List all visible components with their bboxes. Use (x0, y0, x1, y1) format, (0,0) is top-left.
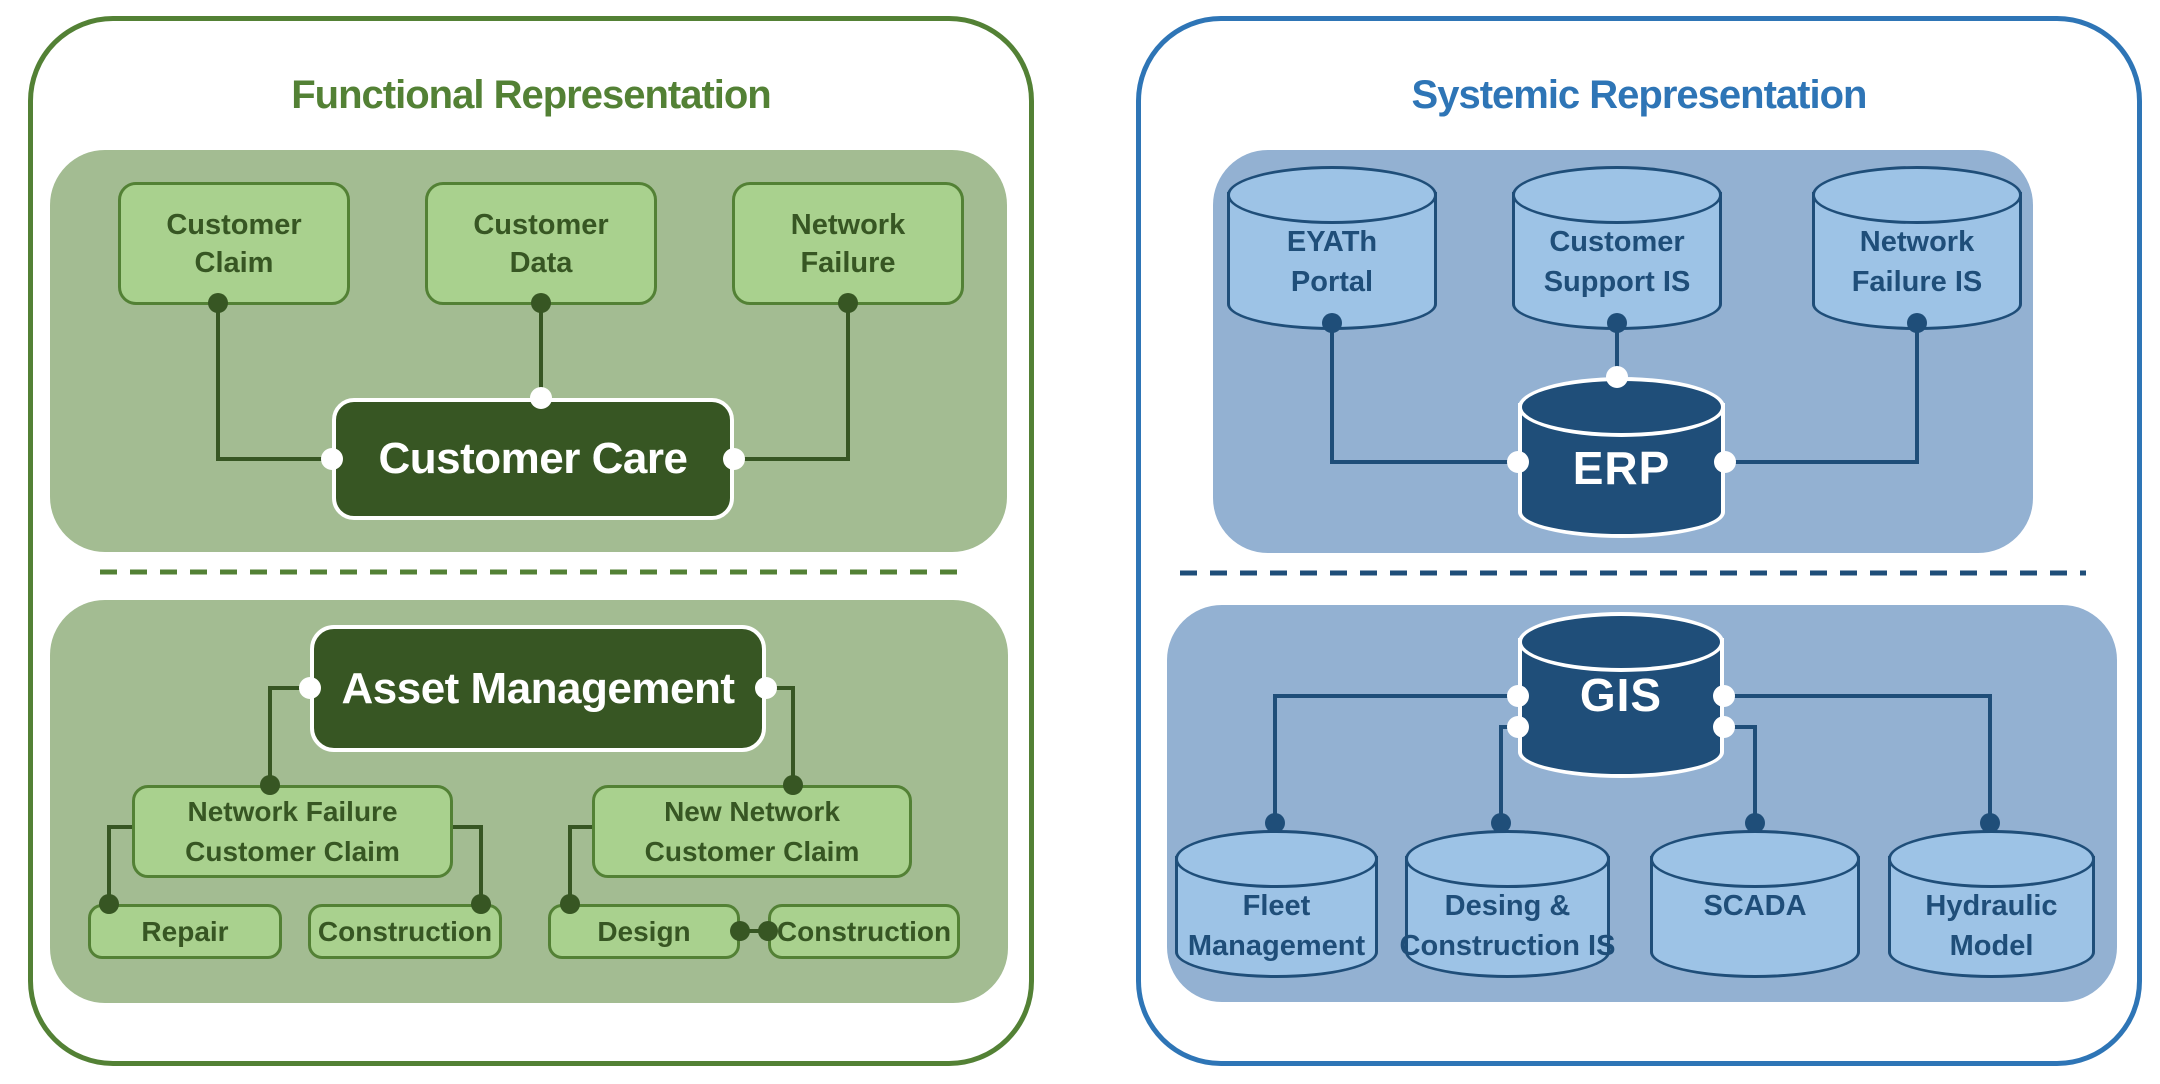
box-network-failure-customer-claim: Network Failure Customer Claim (132, 785, 453, 878)
cylinder-label: SCADA (1703, 890, 1807, 922)
cylinder-top-ellipse (1227, 166, 1437, 224)
cylinder-eyath-portal: EYATh Portal (1227, 166, 1437, 330)
cylinder-top-ellipse (1888, 830, 2095, 888)
cylinder-customer-support-is: Customer Support IS (1512, 166, 1722, 330)
box-customer-claim: Customer Claim (118, 182, 350, 305)
box-construction-1: Construction (308, 904, 502, 959)
box-customer-care: Customer Care (332, 398, 734, 520)
cylinder-top-ellipse (1518, 377, 1725, 437)
cylinder-hydraulic-model: Hydraulic Model (1888, 830, 2095, 978)
cylinder-label: Hydraulic Model (1925, 890, 2058, 962)
cylinder-top-ellipse (1812, 166, 2022, 224)
cylinder-top-ellipse (1512, 166, 1722, 224)
box-repair: Repair (88, 904, 282, 959)
cylinder-gis: GIS (1518, 612, 1724, 778)
cylinder-label: Fleet Management (1187, 890, 1366, 962)
cylinder-label: Customer Support IS (1543, 226, 1691, 298)
box-customer-data: Customer Data (425, 182, 657, 305)
cylinder-label: EYATh Portal (1286, 226, 1378, 298)
cylinder-top-ellipse (1518, 612, 1724, 672)
box-new-network-customer-claim: New Network Customer Claim (592, 785, 912, 878)
cylinder-fleet-management: Fleet Management (1175, 830, 1378, 978)
cylinder-label: Desing & Construction IS (1399, 890, 1616, 962)
box-construction-2: Construction (768, 904, 960, 959)
cylinder-top-ellipse (1650, 830, 1860, 888)
cylinder-design-construction-is: Desing & Construction IS (1400, 830, 1615, 978)
cylinder-top-ellipse (1405, 830, 1610, 888)
functional-title: Functional Representation (291, 73, 772, 117)
systemic-title: Systemic Representation (1411, 73, 1868, 117)
cylinder-top-ellipse (1175, 830, 1378, 888)
cylinder-label: Network Failure IS (1851, 226, 1983, 298)
cylinder-network-failure-is: Network Failure IS (1812, 166, 2022, 330)
box-network-failure: Network Failure (732, 182, 964, 305)
box-design: Design (548, 904, 740, 959)
box-asset-management: Asset Management (310, 625, 766, 752)
cylinder-label: ERP (1572, 442, 1671, 494)
cylinder-label: GIS (1579, 669, 1663, 721)
cylinder-erp: ERP (1518, 377, 1725, 538)
cylinder-scada: SCADA (1650, 830, 1860, 978)
